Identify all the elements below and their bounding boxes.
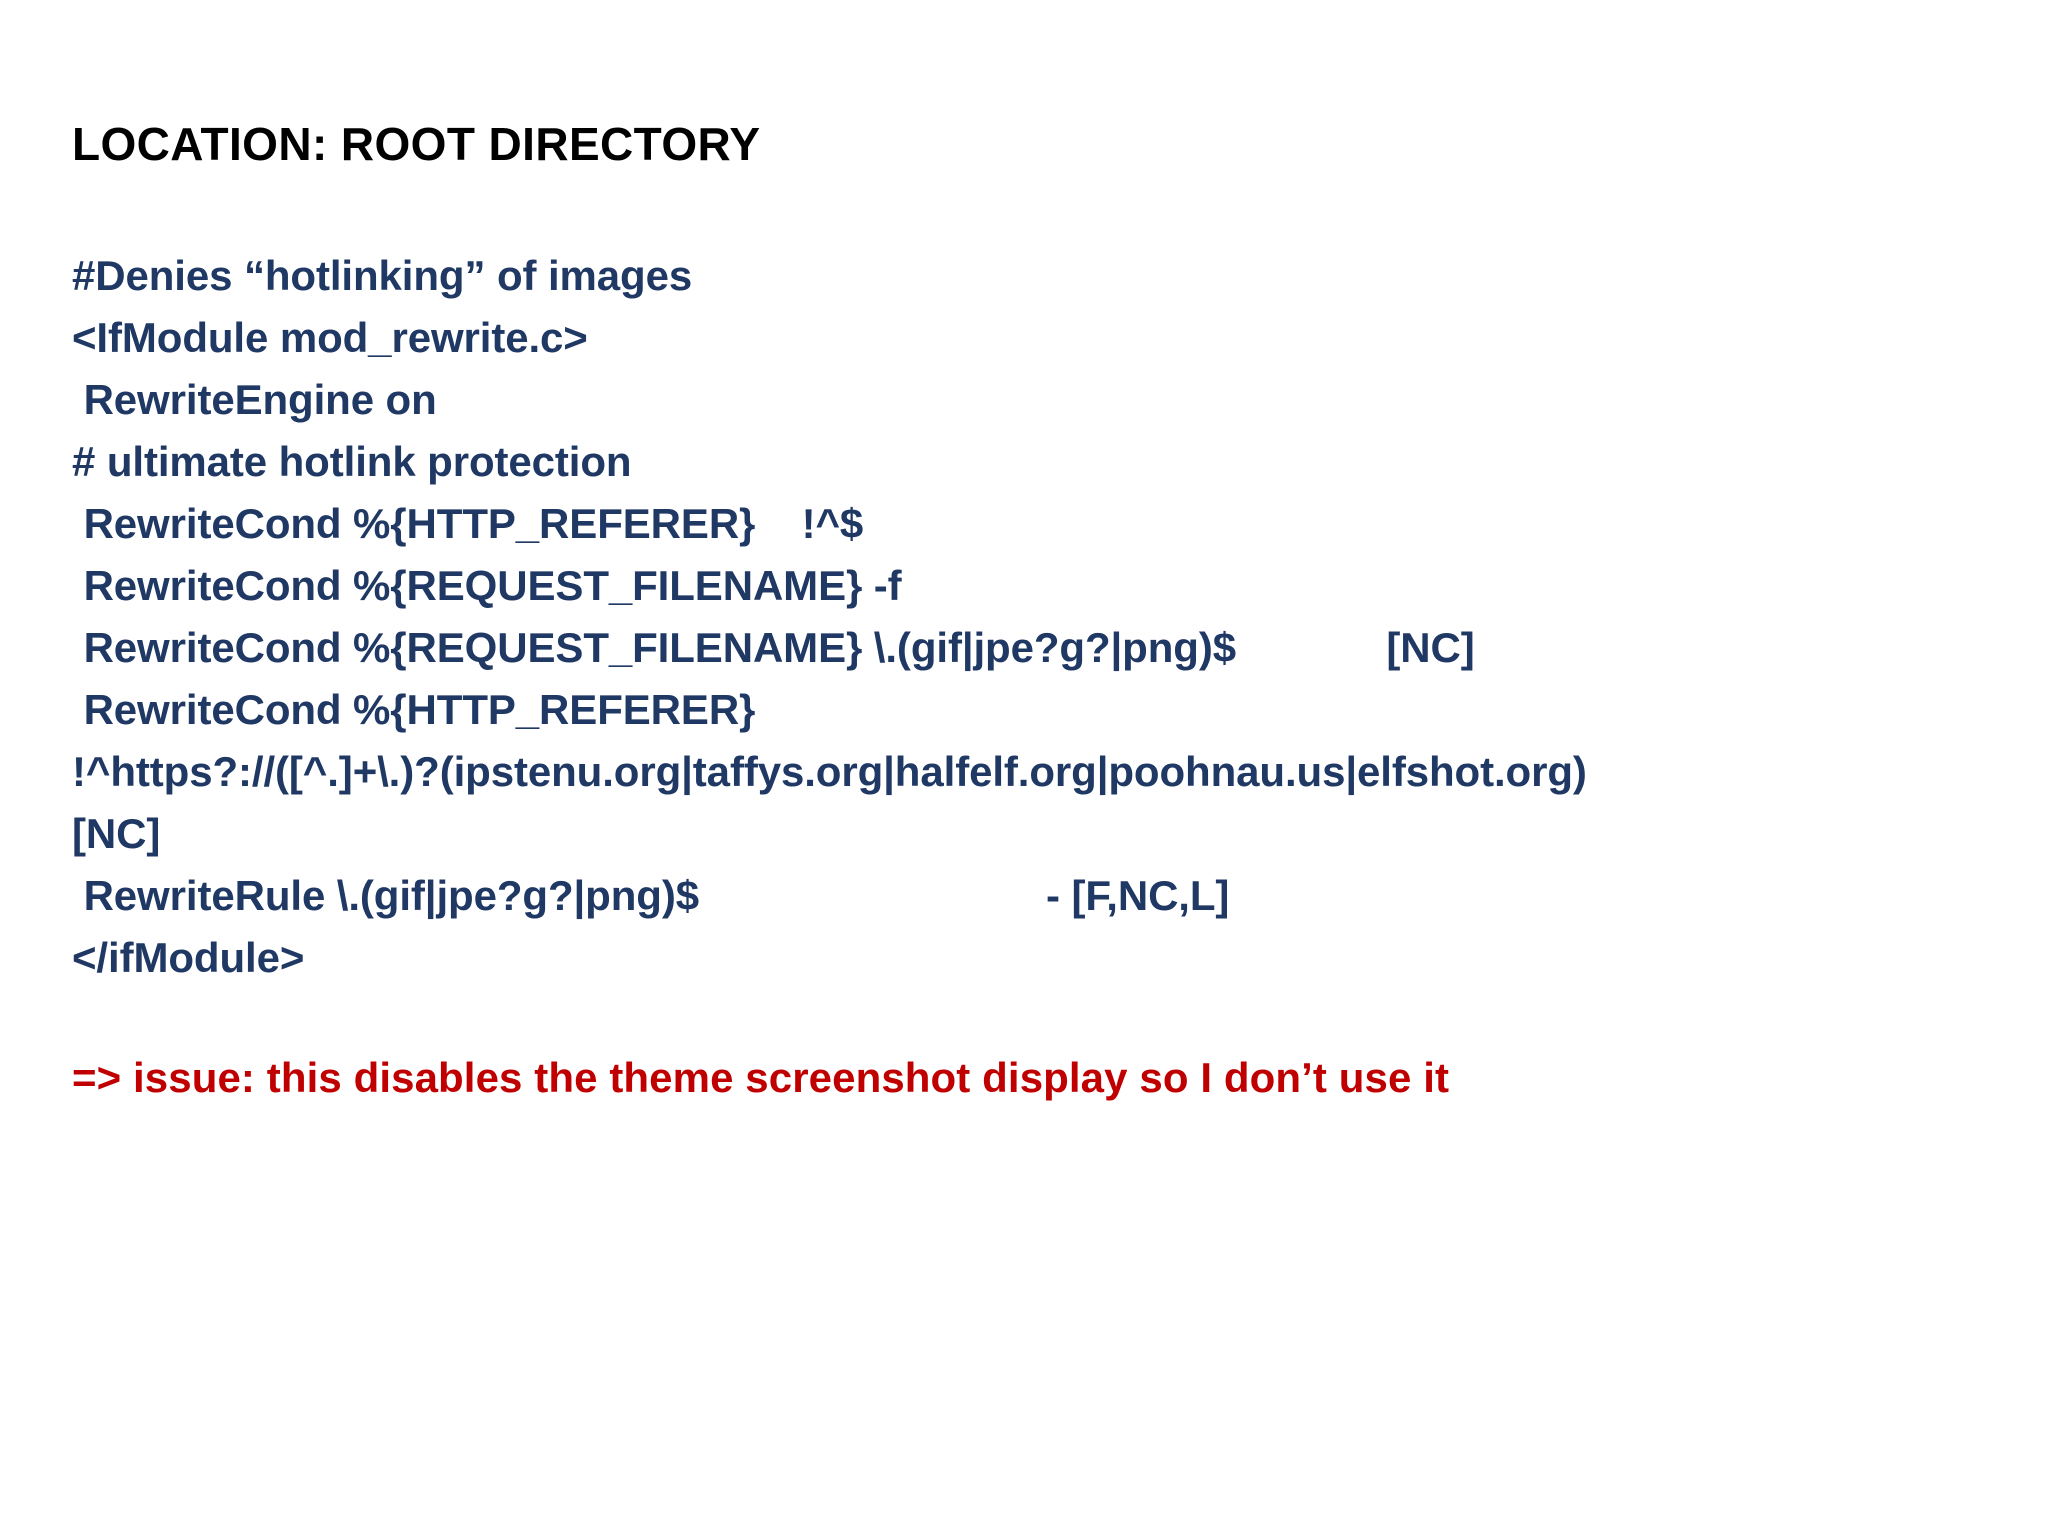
code-line: [NC] [72, 809, 161, 857]
code-line: RewriteCond %{REQUEST_FILENAME} \.(gif|j… [72, 623, 1475, 671]
code-line: RewriteEngine on [72, 375, 437, 423]
code-line: RewriteRule \.(gif|jpe?g?|png)$ - [F,NC,… [72, 871, 1230, 919]
title-code-spacer [72, 183, 2002, 245]
code-line: <IfModule mod_rewrite.c> [72, 313, 588, 361]
htaccess-code-block: #Denies “hotlinking” of images <IfModule… [72, 245, 2002, 989]
code-line: RewriteCond %{HTTP_REFERER} [72, 685, 756, 733]
code-line: RewriteCond %{REQUEST_FILENAME} -f [72, 561, 902, 609]
code-line: RewriteCond %{HTTP_REFERER} !^$ [72, 499, 864, 547]
code-line: #Denies “hotlinking” of images [72, 251, 693, 299]
issue-note: => issue: this disables the theme screen… [72, 1047, 2002, 1109]
code-line: !^https?://([^.]+\.)?(ipstenu.org|taffys… [72, 747, 1587, 795]
code-line: # ultimate hotlink protection [72, 437, 632, 485]
issue-note-text: => issue: this disables the theme screen… [72, 1053, 1450, 1101]
code-line: </ifModule> [72, 933, 305, 981]
slide-content: LOCATION: ROOT DIRECTORY #Denies “hotlin… [72, 118, 2002, 1109]
page-title: LOCATION: ROOT DIRECTORY [72, 118, 761, 170]
